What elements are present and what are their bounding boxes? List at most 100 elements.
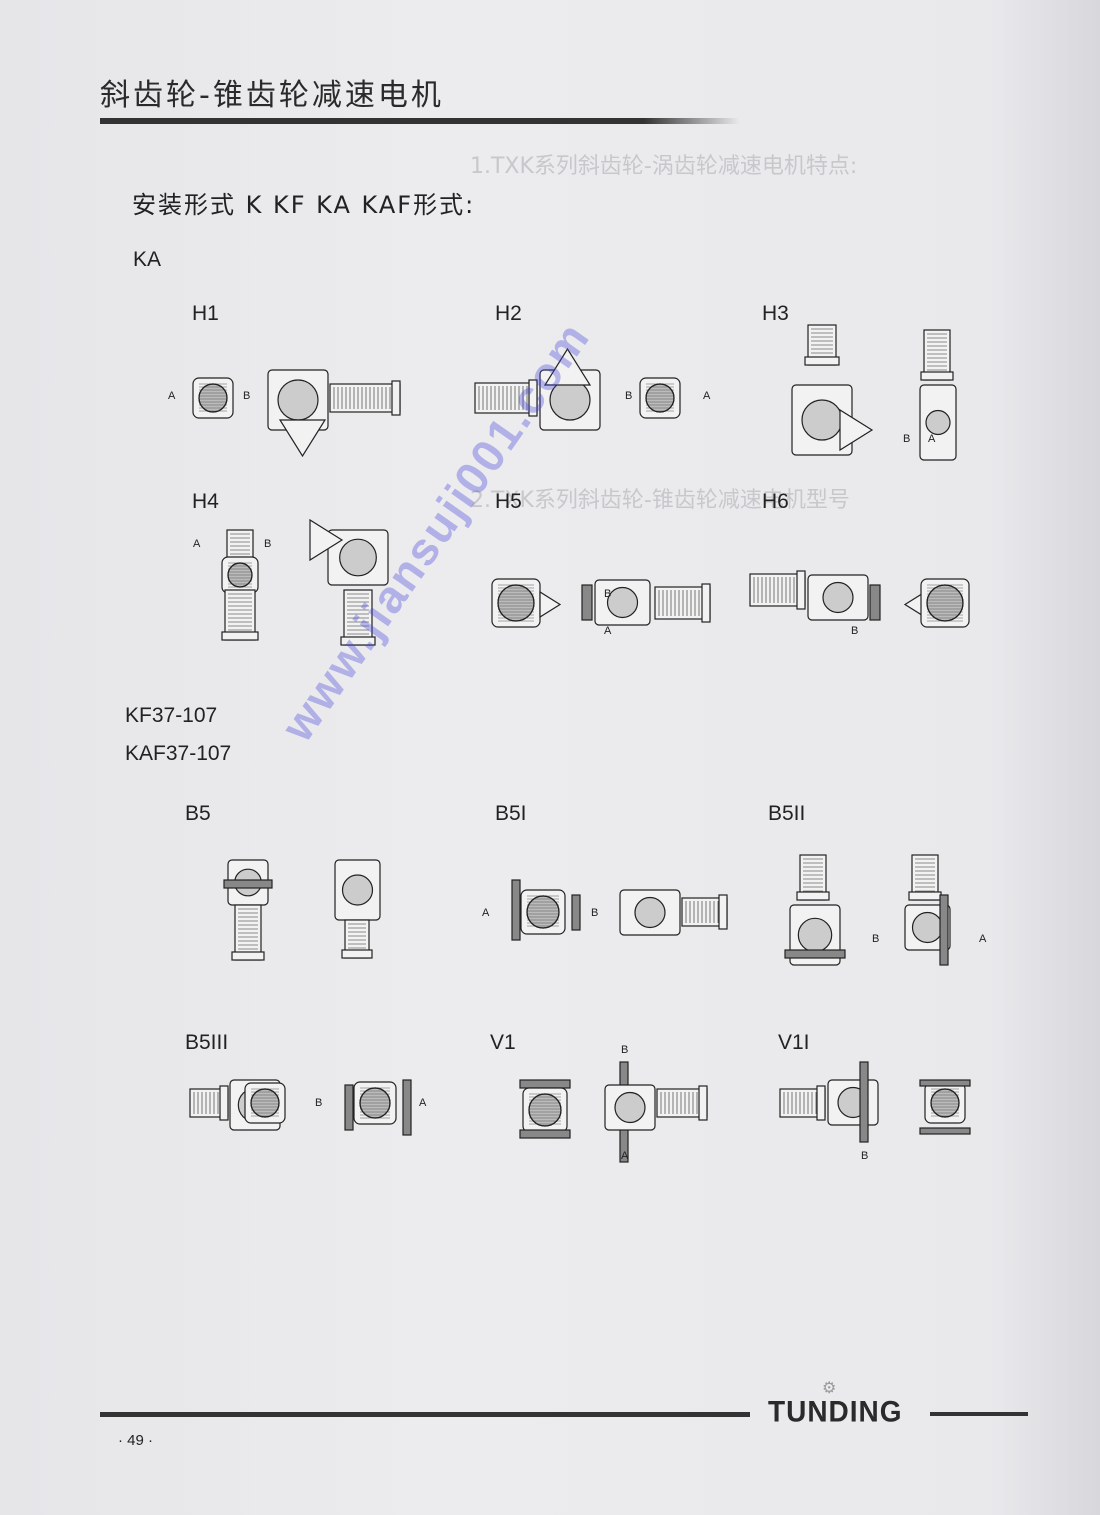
shaft-label-b: B [591,907,599,919]
shaft-label-b: B [315,1097,323,1109]
group-subtitle-kaf: KAF37-107 [125,742,232,765]
gearbox-end-view [192,377,234,419]
motor-body [749,570,806,610]
motor-body [221,589,259,641]
output-shaft [581,584,593,621]
label-h2: H2 [495,302,522,325]
output-shaft [223,879,273,889]
motor-body [920,329,954,381]
gearbox-end-view [920,578,970,628]
shaft-label-a: A [419,1097,427,1109]
shaft-label-b: B [264,538,272,550]
gear-cone [278,419,327,458]
shaft-label-a: A [928,433,936,445]
gearbox-housing [919,384,957,461]
gear-cone [539,590,562,619]
motor-body [779,1085,826,1121]
shaft-label-a: A [979,933,987,945]
shaft-label-b: B [621,1044,629,1056]
motor-body [231,904,265,961]
gearbox-end-view [353,1081,397,1125]
label-h3: H3 [762,302,789,325]
label-b5ii: B5II [768,802,806,825]
label-b5iii: B5III [185,1031,229,1054]
header-rule [100,118,740,124]
group-title-ka: KA [133,248,162,271]
gearbox-end-view [491,578,541,628]
footer-rule [100,1412,750,1417]
shaft-label-b: B [851,625,859,637]
output-shaft [402,1079,412,1136]
output-shaft [939,894,949,966]
gearbox-housing [904,904,951,951]
motor-body [329,380,401,416]
gearbox-end-view [221,556,259,594]
output-shaft [919,1079,971,1087]
motor-body [804,324,840,366]
output-shaft [571,894,581,931]
gearbox-end-view [924,1082,966,1124]
group-title-kf: KF37-107 [125,704,218,727]
section-subtitle: 安装形式 K KF KA KAF形式: [132,191,476,219]
shaft-label-b: B [604,588,612,600]
motor-body [796,854,830,901]
output-shaft [869,584,881,621]
shaft-label-a: A [168,390,176,402]
ghost-section-heading: 1.TXK系列斜齿轮-涡齿轮减速电机特点: [470,154,858,179]
shaft-label-a: A [482,907,490,919]
gearbox-housing [267,369,329,431]
footer-rule-right [930,1412,1028,1416]
shaft-label-a: A [621,1150,629,1162]
gear-logo-icon: ⚙ [822,1380,837,1397]
shaft-label-b: B [243,390,251,402]
page-title: 斜齿轮-锥齿轮减速电机 [100,78,444,113]
motor-body [908,854,942,901]
gearbox-housing [594,579,651,626]
label-h1: H1 [192,302,219,325]
shaft-label-b: B [903,433,911,445]
gearbox-housing [807,574,869,621]
gearbox-end-view [244,1082,286,1124]
label-h6: H6 [762,490,789,513]
motor-body [189,1085,229,1121]
shaft-label-b: B [861,1150,869,1162]
motor-body [656,1085,708,1121]
label-v1i: V1I [778,1031,810,1054]
gearbox-housing [791,384,853,456]
label-v1: V1 [490,1031,516,1054]
motor-body [341,919,373,959]
output-shaft [344,1084,354,1131]
label-h5: H5 [495,490,522,513]
page-number: · 49 · [118,1432,154,1449]
output-shaft [859,1061,869,1143]
shaft-label-a: A [703,390,711,402]
gear-cone [543,347,592,386]
motor-body [654,583,711,623]
label-b5: B5 [185,802,211,825]
output-shaft [519,1129,571,1139]
gearbox-housing [604,1084,656,1131]
shaft-label-b: B [872,933,880,945]
motor-body [474,379,538,417]
gearbox-housing [827,1079,879,1126]
gearbox-housing [619,889,681,936]
gearbox-end-view [639,377,681,419]
output-shaft [919,1127,971,1135]
brand-logo: TUNDING [768,1395,903,1428]
label-h4: H4 [192,490,219,513]
gearbox-end-view [520,889,566,935]
shaft-label-a: A [604,625,612,637]
gear-cone [309,518,344,562]
gearbox-housing [327,529,389,586]
label-b5i: B5I [495,802,527,825]
gearbox-housing [334,859,381,921]
gearbox-end-view [522,1087,568,1133]
output-shaft [784,949,846,959]
shaft-label-b: B [625,390,633,402]
output-shaft [511,879,521,941]
motor-body [340,589,376,646]
gear-cone [839,408,874,452]
motor-body [681,894,728,930]
shaft-label-a: A [193,538,201,550]
